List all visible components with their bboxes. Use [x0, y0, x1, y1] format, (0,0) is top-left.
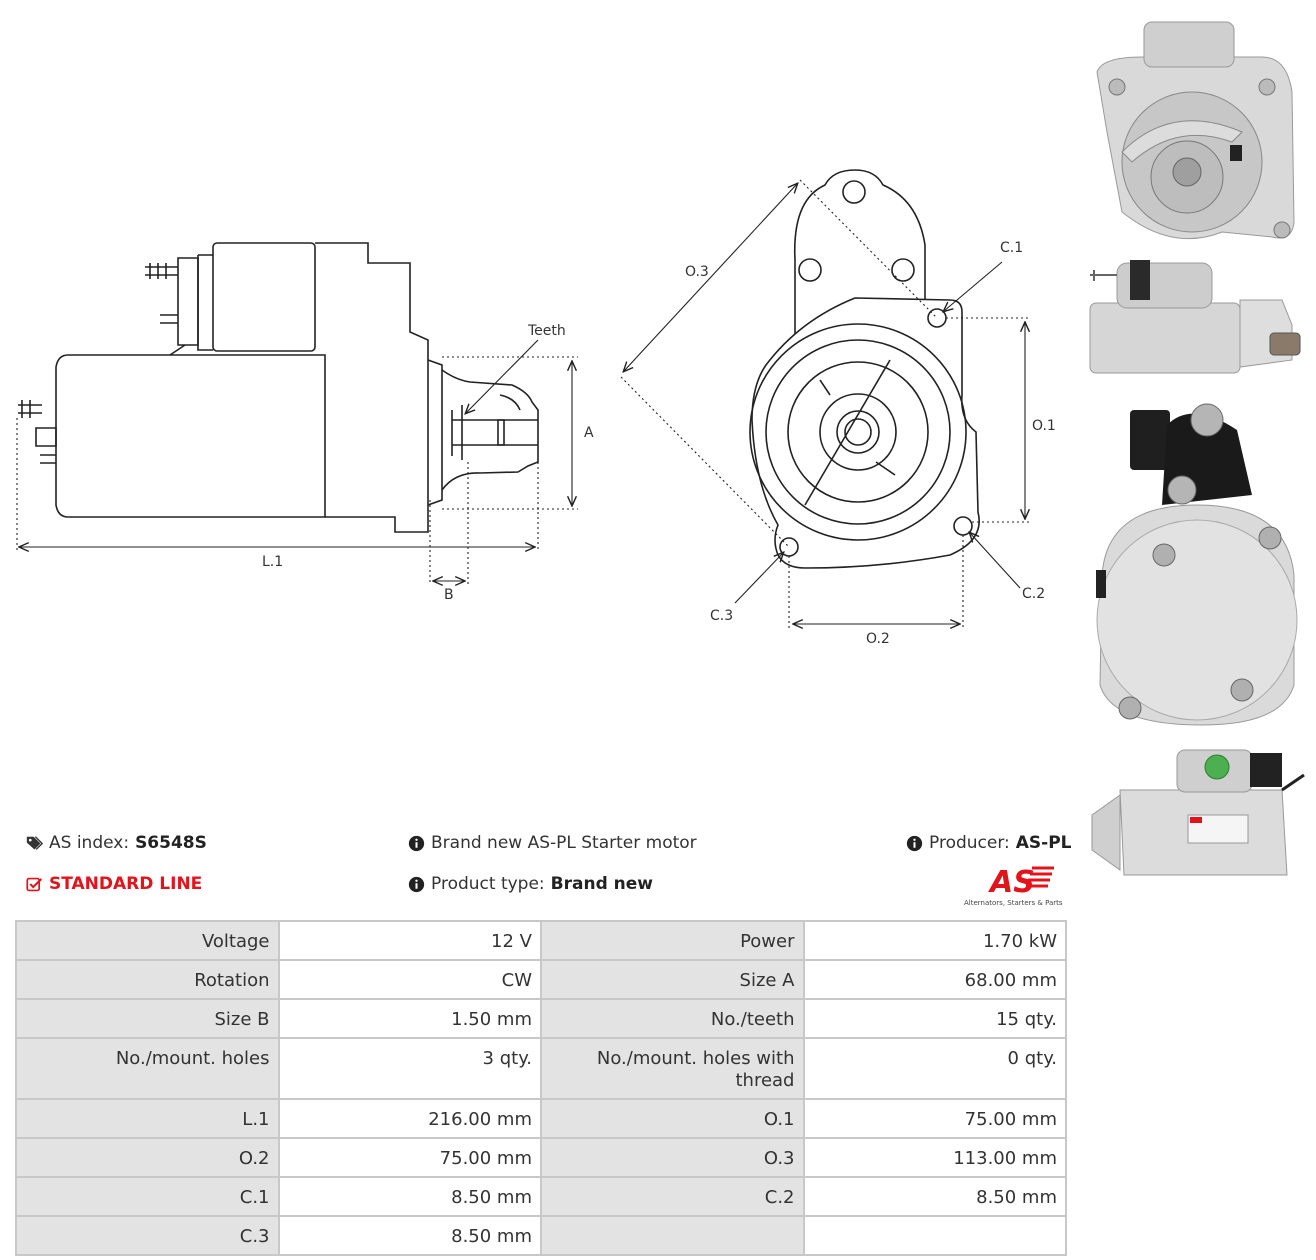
- product-type-label: Product type:: [431, 874, 545, 894]
- spec-label: [542, 1217, 803, 1254]
- spec-value: 68.00 mm: [804, 961, 1065, 998]
- spec-label: C.3: [17, 1217, 278, 1254]
- spec-label: Size B: [17, 1000, 278, 1037]
- spec-label: O.3: [542, 1139, 803, 1176]
- spec-value: [804, 1217, 1065, 1254]
- producer: Producer: AS-PL: [906, 833, 1072, 853]
- product-description: Brand new AS-PL Starter motor: [408, 833, 697, 853]
- label-l1: L.1: [262, 554, 283, 570]
- product-type: Product type: Brand new: [408, 874, 653, 894]
- spec-value: 8.50 mm: [279, 1178, 540, 1215]
- label-b: B: [444, 587, 454, 603]
- label-o3: O.3: [685, 264, 709, 280]
- description-text: Brand new AS-PL Starter motor: [431, 833, 697, 853]
- product-photo-side-right: [1091, 749, 1305, 876]
- spec-value: 1.70 kW: [804, 922, 1065, 959]
- info-circle-icon: [408, 835, 425, 851]
- spec-value: 15 qty.: [804, 1000, 1065, 1037]
- label-o1: O.1: [1032, 418, 1056, 434]
- spec-value: 1.50 mm: [279, 1000, 540, 1037]
- as-index: AS index: S6548S: [26, 833, 207, 853]
- spec-label: C.2: [542, 1178, 803, 1215]
- spec-value: CW: [279, 961, 540, 998]
- product-line: STANDARD LINE: [26, 874, 202, 894]
- spec-value: 216.00 mm: [279, 1100, 540, 1137]
- spec-label: O.1: [542, 1100, 803, 1137]
- as-index-label: AS index:: [49, 833, 130, 853]
- tags-icon: [26, 835, 43, 850]
- spec-value: 75.00 mm: [279, 1139, 540, 1176]
- as-index-value: S6548S: [135, 833, 207, 853]
- label-c2: C.2: [1022, 586, 1045, 602]
- spec-label: Voltage: [17, 922, 278, 959]
- spec-label: O.2: [17, 1139, 278, 1176]
- producer-value: AS-PL: [1015, 833, 1072, 853]
- spec-value: 8.50 mm: [804, 1178, 1065, 1215]
- spec-label: No./mount. holes with thread: [542, 1039, 803, 1098]
- product-type-value: Brand new: [550, 874, 653, 894]
- check-square-icon: [26, 877, 43, 891]
- spec-value: 75.00 mm: [804, 1100, 1065, 1137]
- product-photo-side-left: [1089, 260, 1301, 374]
- spec-value: 3 qty.: [279, 1039, 540, 1098]
- spec-label: C.1: [17, 1178, 278, 1215]
- label-c3: C.3: [710, 608, 733, 624]
- technical-drawings: Teeth A L.1 B O.3 C.1: [16, 169, 1056, 647]
- product-photo-front: [1096, 21, 1295, 240]
- svg-text:AS: AS: [988, 865, 1035, 900]
- producer-label: Producer:: [929, 833, 1010, 853]
- front-view-drawing: [749, 169, 980, 569]
- spec-label: Rotation: [17, 961, 278, 998]
- product-photo-rear: [1096, 403, 1298, 726]
- spec-value: 113.00 mm: [804, 1139, 1065, 1176]
- info-circle-icon: [906, 835, 923, 851]
- spec-value: 0 qty.: [804, 1039, 1065, 1098]
- label-teeth: Teeth: [527, 323, 566, 339]
- logo-tagline: Alternators, Starters & Parts: [964, 899, 1063, 907]
- info-circle-icon: [408, 876, 425, 892]
- spec-label: Power: [542, 922, 803, 959]
- spec-label: Size A: [542, 961, 803, 998]
- as-pl-logo: AS Alternators, Starters & Parts: [962, 862, 1070, 908]
- label-o2: O.2: [866, 631, 890, 647]
- side-view-drawing: [18, 242, 539, 533]
- spec-value: 8.50 mm: [279, 1217, 540, 1254]
- label-a: A: [584, 425, 594, 441]
- side-view-dimensions: [16, 339, 578, 585]
- spec-label: No./mount. holes: [17, 1039, 278, 1098]
- spec-value: 12 V: [279, 922, 540, 959]
- front-view-dimensions: [620, 179, 1030, 628]
- spec-label: No./teeth: [542, 1000, 803, 1037]
- spec-label: L.1: [17, 1100, 278, 1137]
- standard-line-label: STANDARD LINE: [49, 874, 203, 894]
- as-logo-mark: AS Alternators, Starters & Parts: [964, 865, 1063, 907]
- label-c1: C.1: [1000, 240, 1023, 256]
